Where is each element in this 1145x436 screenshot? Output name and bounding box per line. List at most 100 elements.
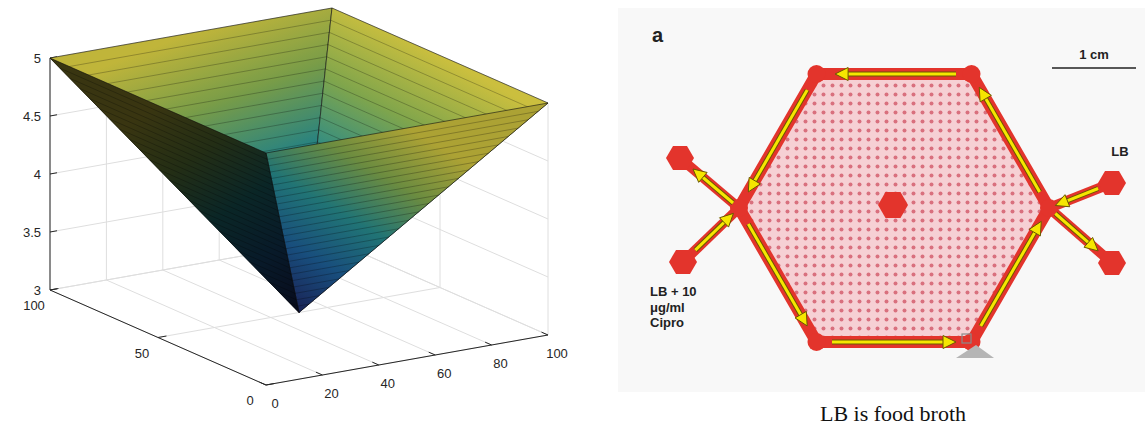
tick-label: 4.5 <box>23 109 41 124</box>
arrow-head <box>835 68 848 81</box>
tick-mark <box>50 231 57 232</box>
x-axis <box>266 335 548 385</box>
chamber <box>739 74 1049 342</box>
plot-grid <box>50 8 548 385</box>
flow-arrow <box>832 336 956 349</box>
tick-label: 80 <box>493 356 507 371</box>
tick-label: 20 <box>324 386 338 401</box>
tick-label: 3.5 <box>23 225 41 240</box>
arrow-head <box>1029 221 1041 236</box>
arrow-shaft <box>748 224 801 315</box>
tick-label: 5 <box>34 51 41 66</box>
tick-label: 60 <box>437 366 451 381</box>
mesh-line <box>331 20 538 111</box>
flow-arrow <box>1055 214 1098 251</box>
microfluidic-device <box>666 65 1136 358</box>
corner-junction <box>808 333 826 351</box>
flow-arrow <box>835 68 956 81</box>
arrow-shaft-outline <box>1067 189 1098 201</box>
tick-mark <box>158 336 166 338</box>
flow-arrow <box>748 224 807 326</box>
arrow-shaft <box>832 341 944 344</box>
arrow-shaft <box>702 177 733 203</box>
flow-arrow <box>979 87 1039 192</box>
inlet-label: LB <box>1111 144 1128 159</box>
arrow-shaft <box>985 98 1039 192</box>
tick-label: 40 <box>381 376 395 391</box>
flow-arrow <box>693 169 733 203</box>
port <box>1098 171 1126 195</box>
arrow-shaft-outline <box>832 340 943 345</box>
flow-arrow <box>981 221 1041 326</box>
tick-mark <box>316 372 322 375</box>
tick-mark <box>266 384 274 386</box>
arrow-shaft <box>1055 214 1089 244</box>
tick-label: 0 <box>246 393 253 408</box>
caption: LB is food broth <box>820 401 966 427</box>
tick-mark <box>50 289 58 291</box>
arrow-head <box>1055 195 1069 207</box>
figure-panel <box>618 8 1145 392</box>
arrow-shaft-outline <box>695 222 724 250</box>
port <box>669 250 697 274</box>
arrow-head <box>748 177 760 192</box>
scale-bar <box>1052 67 1136 69</box>
inlet-label: LB + 10 μg/ml Cipro <box>650 284 708 331</box>
arrow-shaft-outline <box>986 99 1040 192</box>
y-axis <box>50 290 266 385</box>
tick-mark <box>260 382 266 385</box>
tick-label: 100 <box>23 298 45 313</box>
grid-line <box>50 290 266 385</box>
arrow-shaft-outline <box>755 90 807 181</box>
grid-line <box>266 335 548 385</box>
surface-face <box>50 58 299 313</box>
arrow-shaft <box>981 232 1035 326</box>
mesh-line <box>329 32 528 119</box>
arrow-head <box>795 311 807 326</box>
arrow-shaft <box>754 90 807 181</box>
tick-mark <box>50 289 57 290</box>
tick-mark <box>429 352 435 355</box>
arrow-shaft-outline <box>848 72 956 77</box>
panel-letter: a <box>652 24 663 47</box>
tick-mark <box>542 332 548 335</box>
arrow-shaft-outline <box>703 177 733 203</box>
port <box>666 146 694 170</box>
arrow-shaft-outline <box>748 224 800 315</box>
face-shade <box>266 103 548 313</box>
port <box>1098 251 1126 275</box>
arrow-head <box>979 87 991 102</box>
marker-square <box>962 334 971 343</box>
tick-label: 100 <box>546 346 568 361</box>
corner-junction <box>963 65 981 83</box>
arrow-shaft <box>847 73 956 76</box>
face-shade <box>50 58 299 313</box>
arrow-shaft <box>1066 189 1098 202</box>
arrow-head <box>1084 237 1098 250</box>
tick-mark <box>50 173 57 174</box>
tick-label: 0 <box>271 396 278 411</box>
tick-label: 4 <box>34 167 41 182</box>
flow-arrow <box>695 213 733 250</box>
corner-junction <box>808 65 826 83</box>
surface-face <box>266 103 548 313</box>
arrow-head <box>943 336 956 349</box>
center-port <box>878 192 908 218</box>
flow-arrow <box>1055 189 1098 207</box>
arrow-head <box>693 169 707 182</box>
tick-mark <box>485 342 491 345</box>
inlet-channel <box>1049 208 1112 263</box>
arrow-shaft-outline <box>1055 214 1088 243</box>
arrow-shaft <box>695 222 724 250</box>
marker-triangle <box>956 345 994 358</box>
arrow-shaft-outline <box>981 233 1035 326</box>
tick-mark <box>50 115 57 116</box>
tick-label: 3 <box>34 283 41 298</box>
scale-label: 1 cm <box>1079 47 1109 62</box>
tick-label: 50 <box>135 345 149 360</box>
flow-arrow <box>748 90 807 192</box>
surface-plot <box>50 8 548 313</box>
tick-mark <box>372 362 378 365</box>
